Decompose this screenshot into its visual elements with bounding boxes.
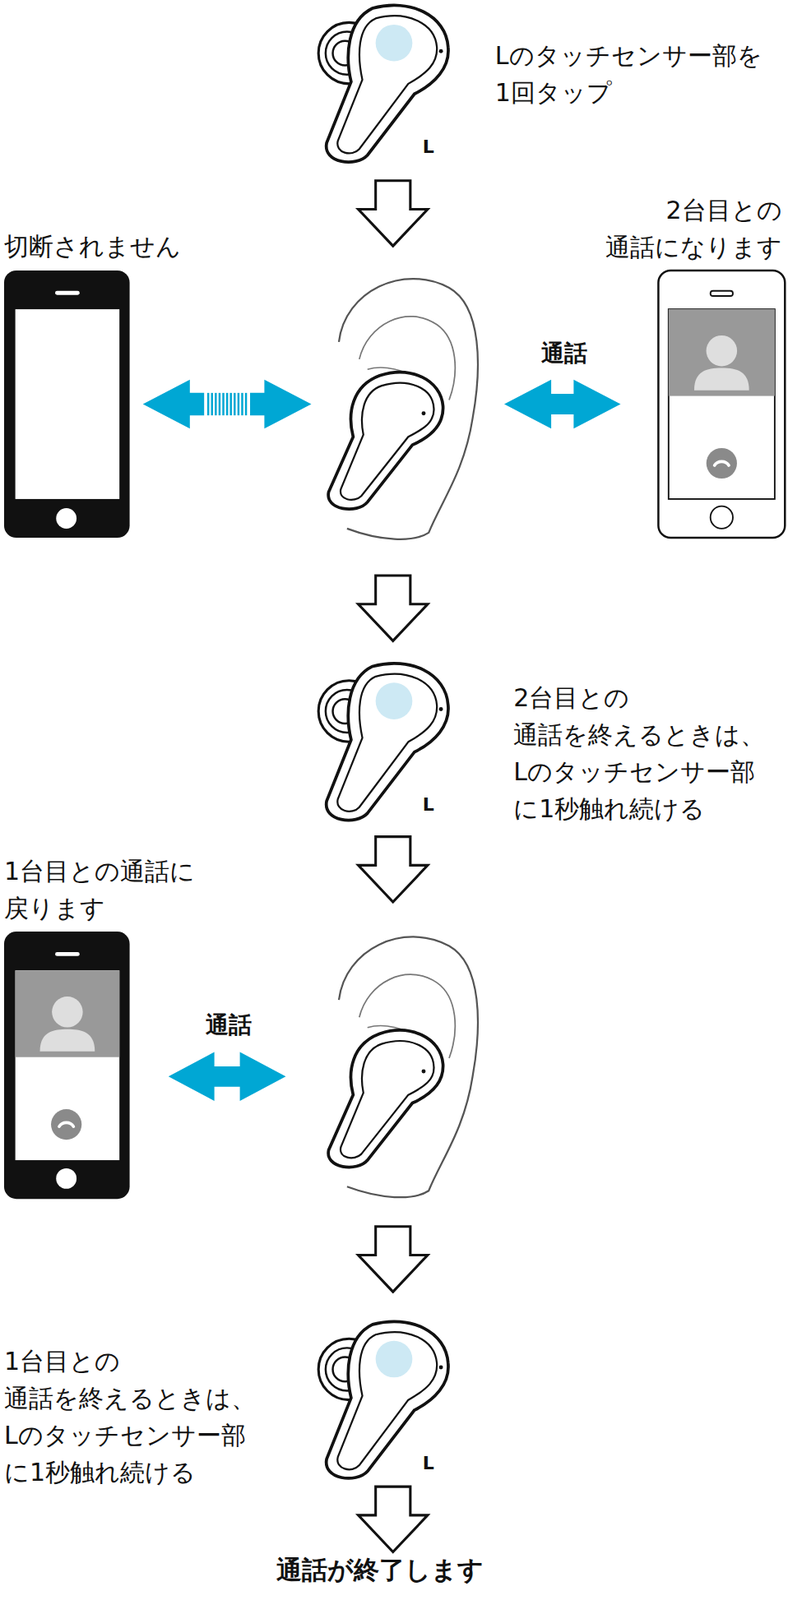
dash-stripe: [214, 393, 217, 416]
down-arrow: [358, 1487, 428, 1553]
call-arrow: [504, 380, 621, 430]
result-text: 通話が終了します: [276, 1553, 484, 1587]
down-arrow: [358, 180, 428, 246]
instruction-text: 2台目との 通話を終えるときは、 Lのタッチセンサー部 に1秒触れ続ける: [513, 679, 765, 828]
side-label: L: [422, 134, 435, 159]
dashed-arrow: [143, 380, 312, 430]
down-arrow: [358, 837, 428, 903]
dash-stripe: [222, 393, 224, 416]
dash-stripe: [229, 393, 232, 416]
dash-stripe: [241, 393, 243, 416]
arrow-label: 通話: [205, 1010, 252, 1041]
side-label: L: [422, 1451, 435, 1476]
earbud: [318, 1321, 449, 1479]
note-text: 1台目との通話に 戻ります: [4, 852, 195, 928]
dash-stripe: [207, 393, 209, 416]
ear: [328, 936, 478, 1198]
instruction-text: 1台目との 通話を終えるときは、 Lのタッチセンサー部 に1秒触れ続ける: [4, 1343, 256, 1492]
down-arrow: [358, 575, 428, 641]
phone: [4, 931, 130, 1200]
earbud: [318, 4, 449, 163]
earbud: [318, 663, 449, 821]
phone: [4, 270, 130, 538]
dash-stripe: [218, 393, 221, 416]
down-arrow: [358, 1227, 428, 1293]
dash-stripe: [233, 393, 236, 416]
arrow-label: 通話: [541, 338, 588, 369]
note-text: 2台目との 通話になります: [605, 191, 783, 266]
note-text: 切断されません: [4, 230, 181, 263]
side-label: L: [422, 792, 435, 817]
instruction-text: Lのタッチセンサー部を 1回タップ: [495, 37, 763, 112]
ear: [328, 278, 478, 540]
dash-stripe: [211, 393, 214, 416]
phone: [658, 270, 785, 538]
dash-stripe: [245, 393, 247, 416]
dash-stripe: [237, 393, 240, 416]
call-arrow: [168, 1052, 287, 1103]
dash-stripe: [226, 393, 228, 416]
